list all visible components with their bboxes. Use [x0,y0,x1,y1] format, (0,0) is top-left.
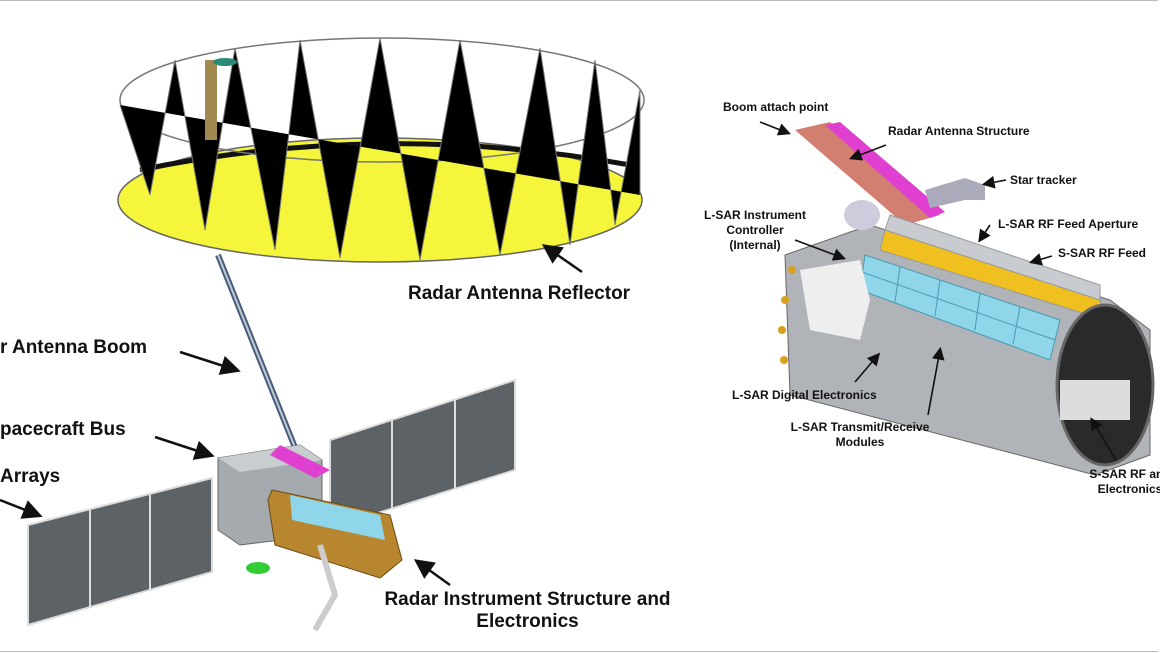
instrument-structure [267,489,403,632]
label-trm-line1: L-SAR Transmit/Receive [790,420,930,434]
label-star-tracker: Star tracker [1010,173,1077,187]
label-controller-line2: Controller [726,223,784,237]
label-antenna-boom: r Antenna Boom [0,337,148,358]
label-instrument-line2: Electronics [476,611,579,632]
label-boom-attach: Boom attach point [723,100,829,114]
radar-instrument-detail [778,122,1155,476]
label-ssar-feed: S-SAR RF Feed [1058,246,1147,260]
label-ssar-rf: S-SAR RF and Electronics [1075,467,1160,497]
label-trm: L-SAR Transmit/Receive Modules [790,420,930,450]
antenna-reflector [117,37,645,263]
boom-mast [205,58,237,140]
label-antenna-structure: Radar Antenna Structure [888,124,1030,138]
label-spacecraft-bus: pacecraft Bus [0,419,126,440]
solar-arrays [27,378,516,627]
label-instrument: Radar Instrument Structure and Electroni… [370,589,685,633]
label-ssar-rf-line2: Electronics [1097,482,1160,496]
label-lsar-feed: L-SAR RF Feed Aperture [998,217,1139,231]
antenna-boom [215,253,301,457]
label-instrument-line1: Radar Instrument Structure and [384,589,671,610]
label-controller: L-SAR Instrument Controller (Internal) [700,208,810,253]
label-solar-arrays: Arrays [0,466,61,487]
label-digital-electronics: L-SAR Digital Electronics [732,388,877,402]
label-reflector: Radar Antenna Reflector [408,283,631,304]
label-controller-line1: L-SAR Instrument [704,208,806,222]
label-controller-line3: (Internal) [729,238,781,252]
callout-arrows [0,121,1117,587]
label-ssar-rf-line1: S-SAR RF and [1089,467,1160,481]
label-trm-line2: Modules [835,435,885,449]
